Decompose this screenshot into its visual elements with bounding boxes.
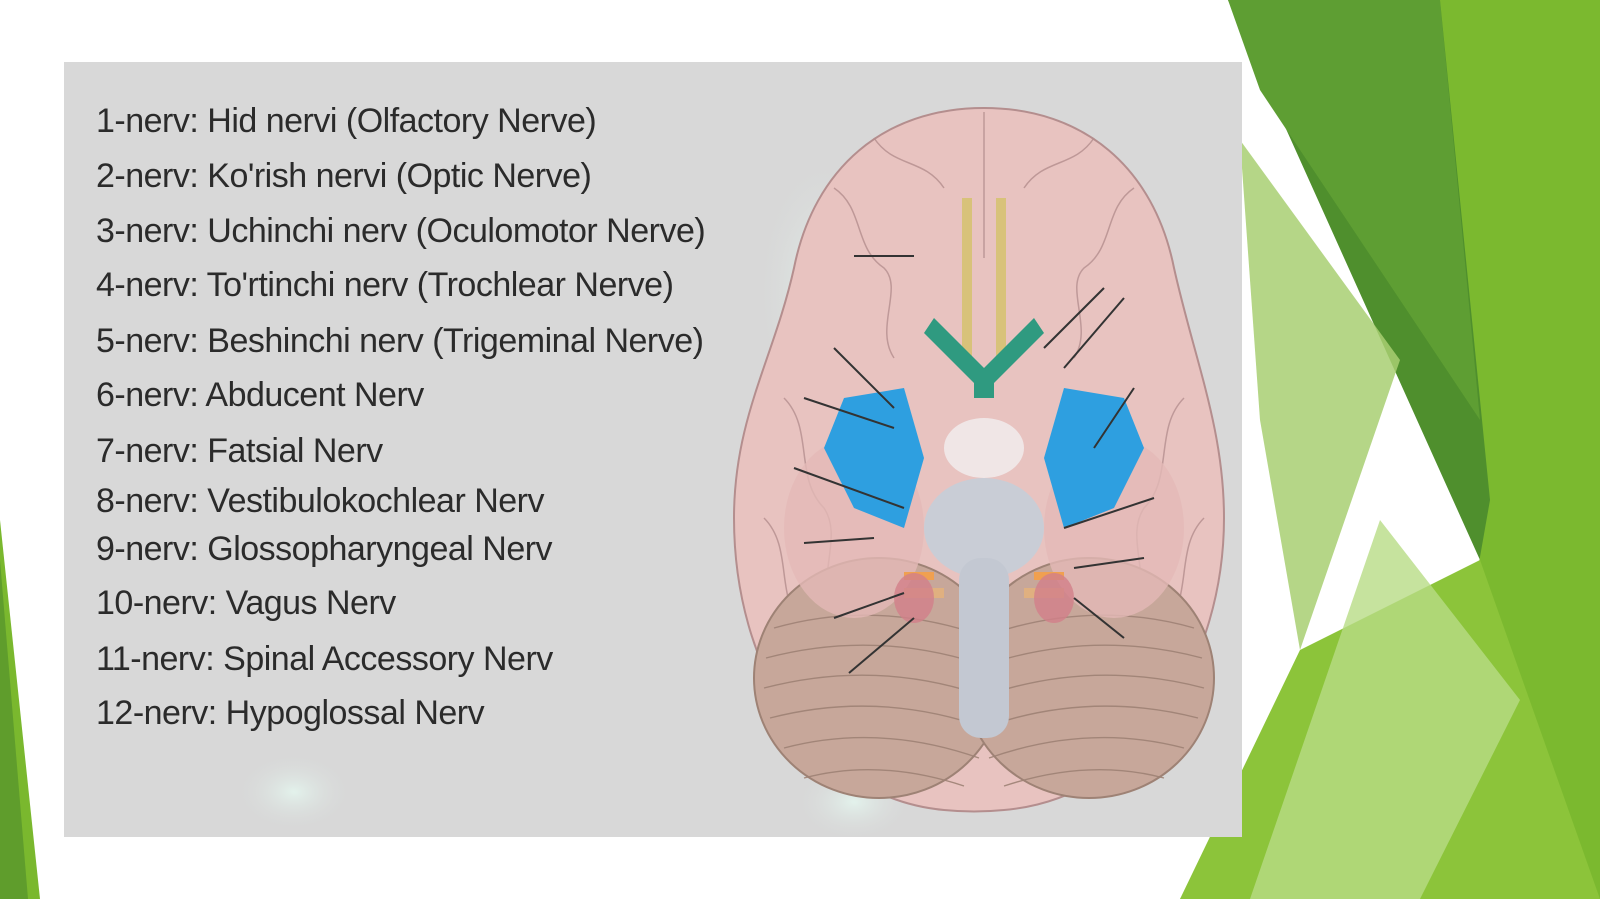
- nerve-item-5: 5-nerv: Beshinchi nerv (Trigeminal Nerve…: [96, 322, 704, 360]
- nerve-item-10: 10-nerv: Vagus Nerv: [96, 584, 396, 622]
- nerve-item-9: 9-nerv: Glossopharyngeal Nerv: [96, 530, 553, 568]
- nerve-item-4: 4-nerv: To'rtinchi nerv (Trochlear Nerve…: [96, 266, 674, 304]
- content-panel: 1-nerv: Hid nervi (Olfactory Nerve) 2-ne…: [64, 62, 1242, 837]
- brain-illustration: [732, 106, 1226, 813]
- nerve-item-7: 7-nerv: Fatsial Nerv: [96, 432, 383, 470]
- nerve-item-2: 2-nerv: Ko'rish nervi (Optic Nerve): [96, 157, 592, 195]
- nerve-item-11: 11-nerv: Spinal Accessory Nerv: [96, 640, 553, 678]
- nerve-item-6: 6-nerv: Abducent Nerv: [96, 376, 424, 414]
- nerve-item-1: 1-nerv: Hid nervi (Olfactory Nerve): [96, 102, 597, 140]
- nerve-item-8: 8-nerv: Vestibulokochlear Nerv: [96, 482, 545, 520]
- nerve-item-12: 12-nerv: Hypoglossal Nerv: [96, 694, 485, 732]
- nerve-item-3: 3-nerv: Uchinchi nerv (Oculomotor Nerve): [96, 212, 706, 250]
